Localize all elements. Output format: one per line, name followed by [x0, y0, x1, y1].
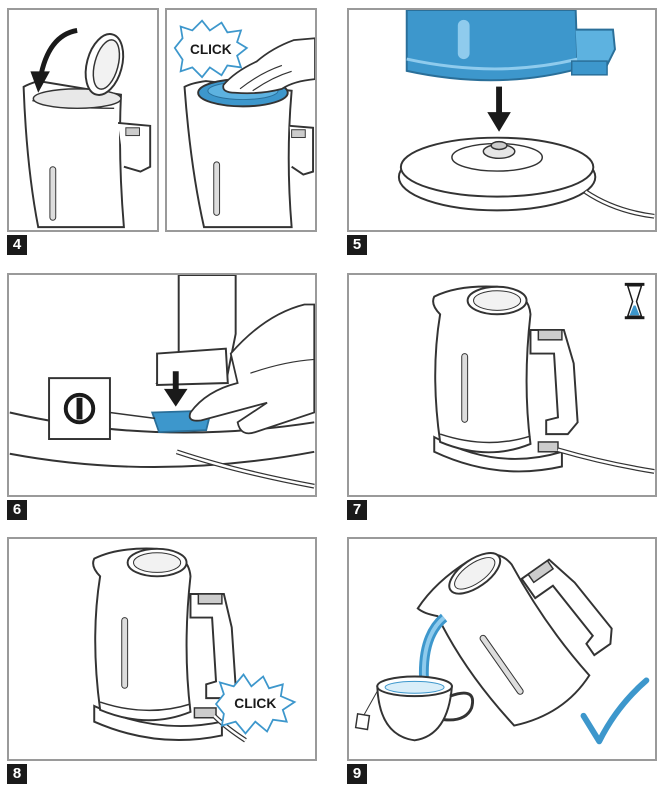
panel-4a [7, 8, 159, 232]
step-number: 6 [7, 500, 27, 520]
click-burst: CLICK [214, 673, 297, 735]
power-icon [63, 392, 96, 425]
down-arrow-icon [163, 371, 188, 407]
click-label: CLICK [190, 42, 232, 57]
panel-5 [347, 8, 657, 232]
checkmark-icon [580, 677, 650, 745]
lid-close-arrow-icon [30, 28, 78, 93]
illustration-lid-click: CLICK [173, 19, 315, 229]
panel-4b: CLICK [165, 8, 317, 232]
illustration-lid-open [22, 28, 152, 229]
step-number: 5 [347, 235, 367, 255]
click-burst: CLICK [173, 19, 249, 79]
illustration-press-switch [9, 275, 315, 489]
illustration-boiling [432, 282, 655, 474]
step-number: 7 [347, 500, 367, 520]
step-number: 8 [7, 764, 27, 784]
panel-6 [7, 273, 317, 497]
step-number: 4 [7, 235, 27, 255]
hand-icon [222, 37, 315, 95]
illustration-switch-off: CLICK [92, 547, 297, 743]
illustration-place-on-base [397, 10, 655, 219]
panel-8: CLICK [7, 537, 317, 761]
panel-7 [347, 273, 657, 497]
hourglass-icon [624, 282, 645, 320]
illustration-pour [354, 552, 650, 745]
step-number: 9 [347, 764, 367, 784]
down-arrow-icon [487, 86, 511, 132]
panel-9 [347, 537, 657, 761]
hand-icon [188, 303, 315, 435]
click-label: CLICK [234, 696, 276, 711]
power-callout [48, 377, 156, 440]
